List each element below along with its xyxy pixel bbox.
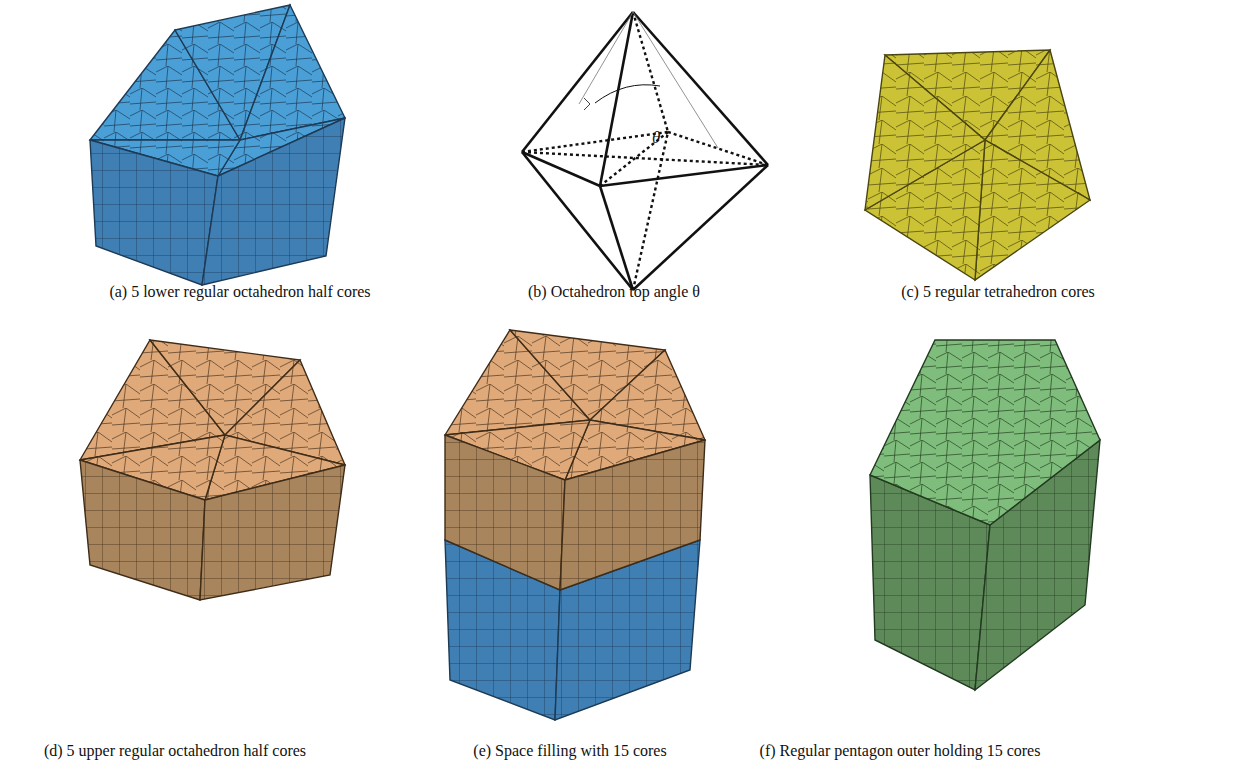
tan-half-cores — [80, 340, 345, 600]
subfigure-caption: (c) 5 regular tetrahedron cores — [901, 283, 1095, 301]
space-filling-stack — [445, 330, 705, 720]
subfigure-caption: (d) 5 upper regular octahedron half core… — [44, 742, 306, 760]
subfigure-caption: (a) 5 lower regular octahedron half core… — [109, 283, 370, 301]
blue-half-cores — [90, 5, 345, 285]
angle-symbol: θ — [652, 128, 660, 148]
subfigure-caption: (e) Space filling with 15 cores — [473, 742, 666, 760]
octahedron-line-drawing — [522, 12, 768, 290]
subfigure-caption: (f) Regular pentagon outer holding 15 co… — [760, 742, 1041, 760]
yellow-tetrahedron-cores — [865, 50, 1090, 280]
subfigure-caption: (b) Octahedron top angle θ — [528, 283, 700, 301]
green-pentagon-prism — [870, 340, 1100, 690]
